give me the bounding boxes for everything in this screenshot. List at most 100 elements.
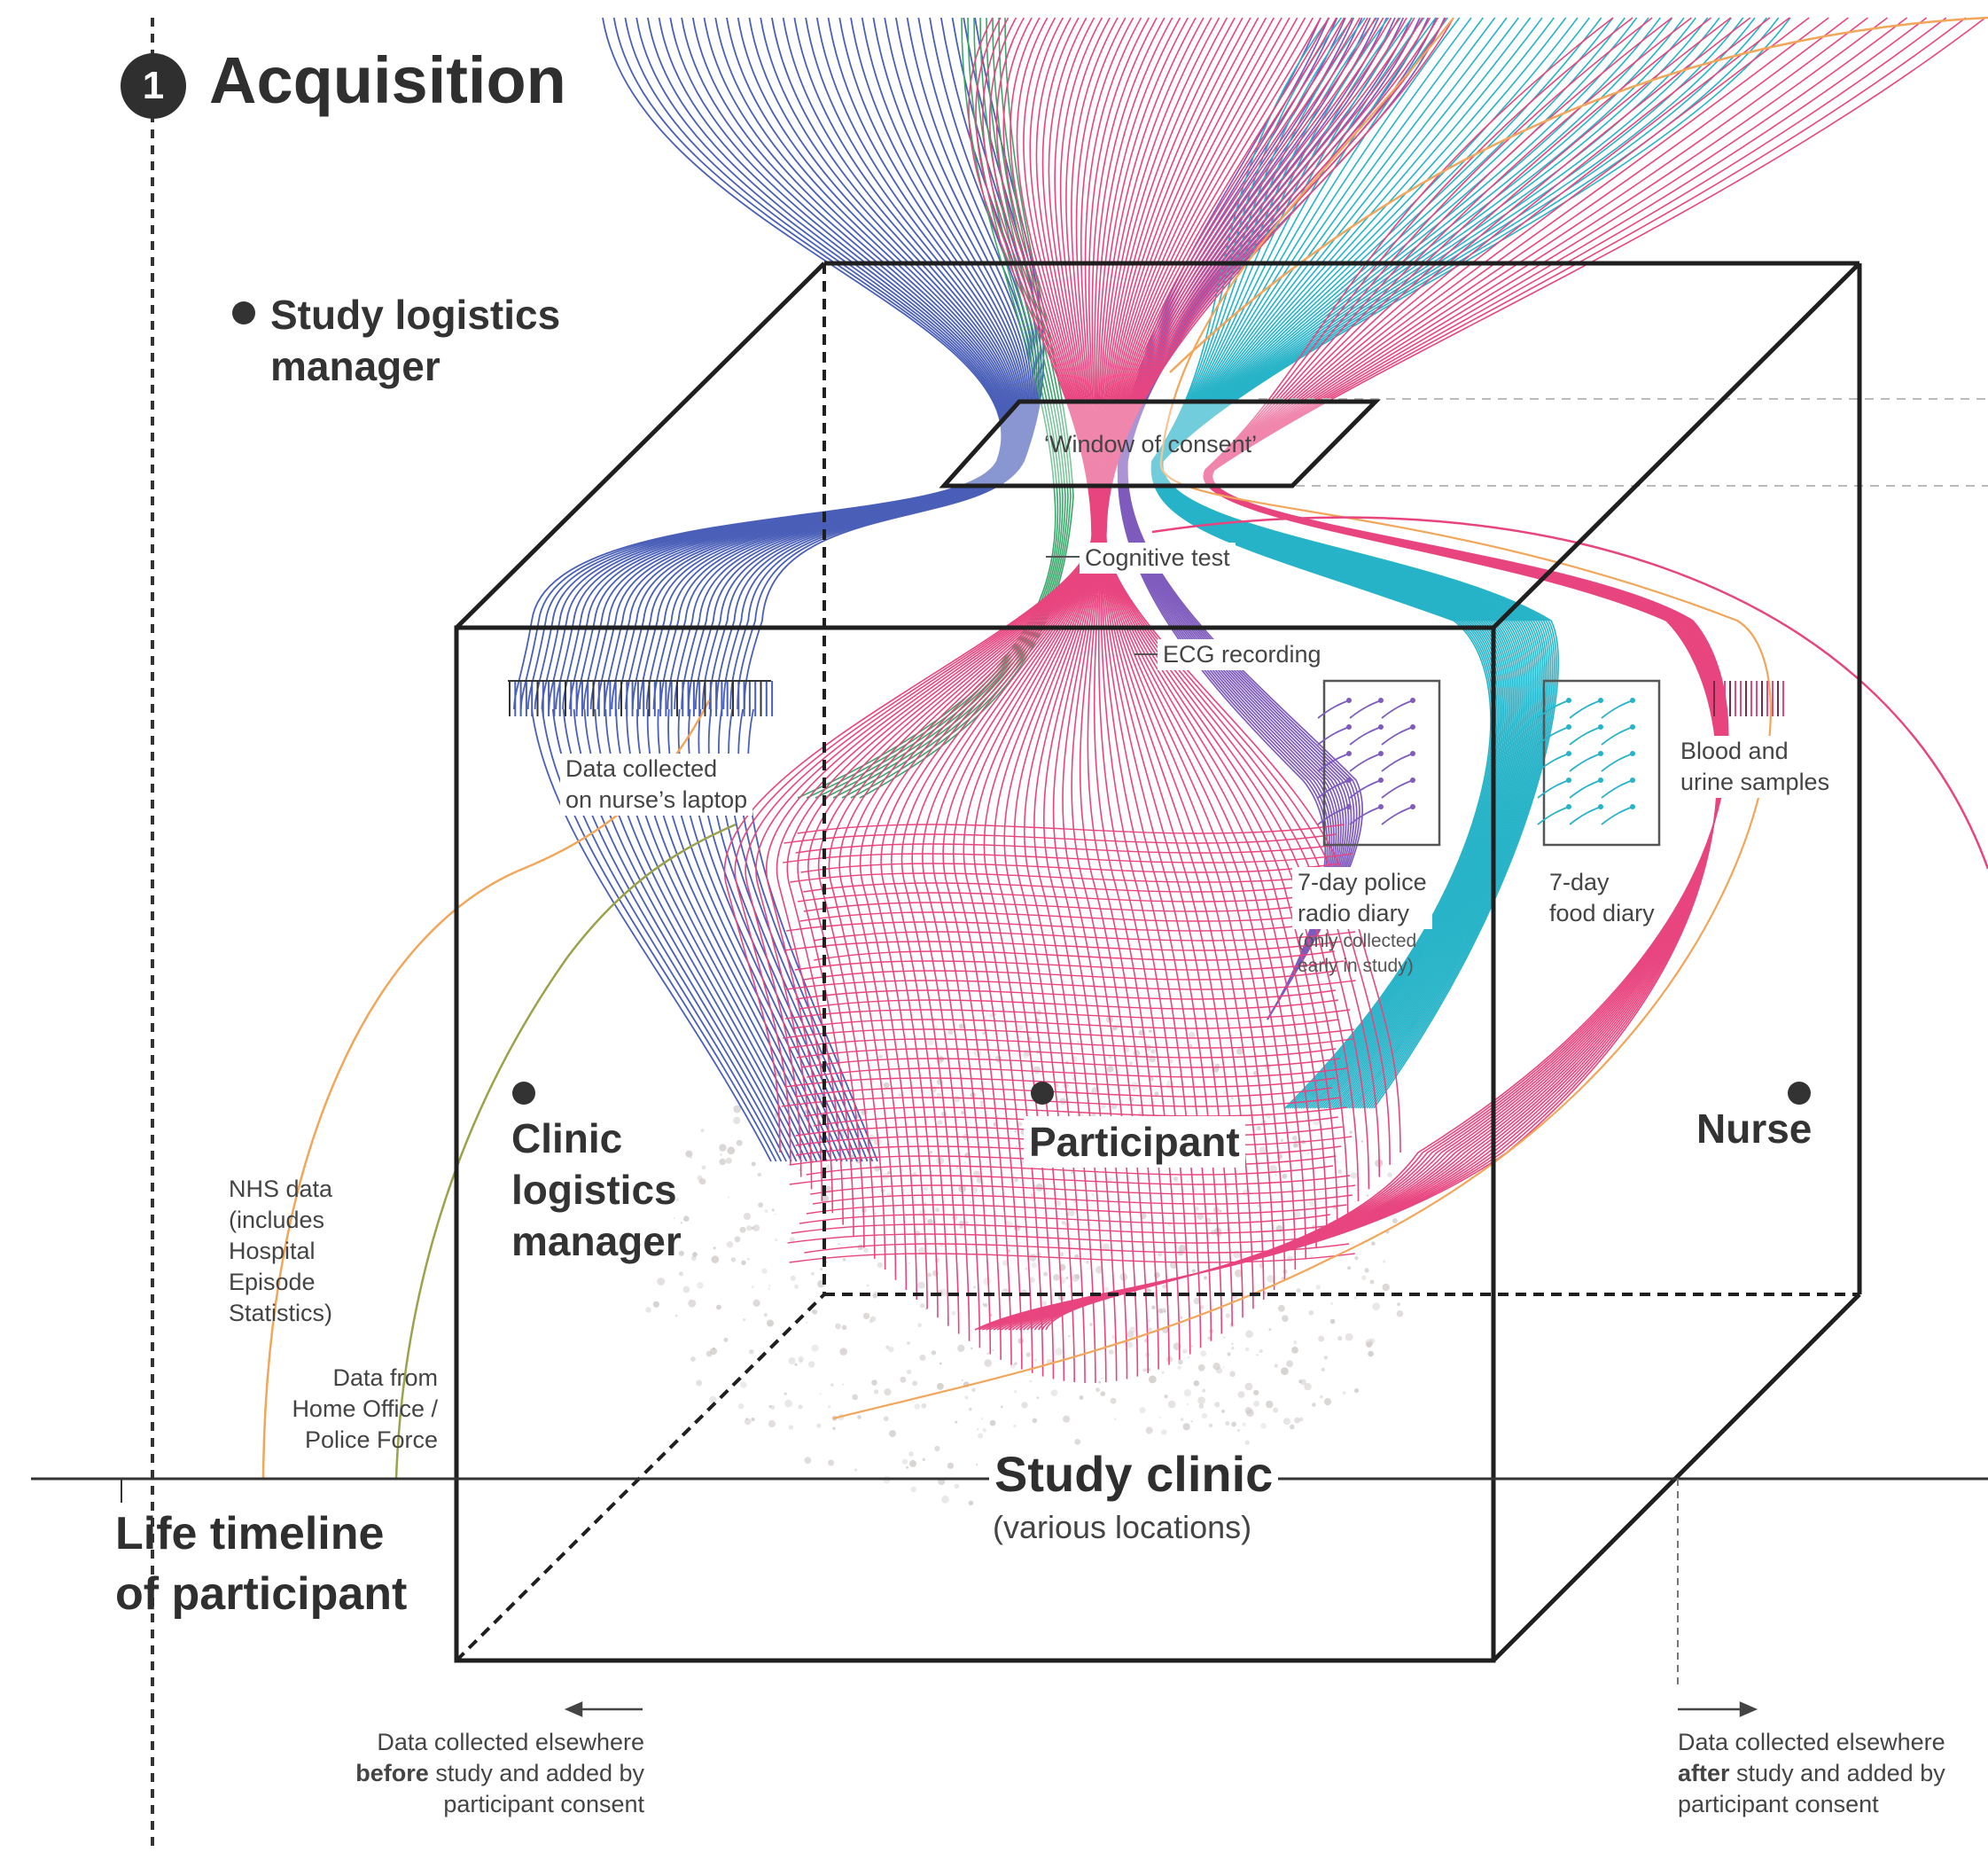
speckle — [989, 1419, 996, 1426]
study-logistics-manager-label: Study logistics manager — [270, 292, 561, 389]
pink-hatch-line — [787, 1233, 1340, 1244]
speckle — [700, 1129, 705, 1133]
speckle — [774, 1213, 776, 1215]
speckle — [1005, 1221, 1013, 1229]
speckle — [1101, 1377, 1103, 1379]
speckle — [1151, 1305, 1156, 1310]
speckle — [906, 1465, 908, 1469]
speckle — [680, 1222, 682, 1224]
study-clinic-subtitle: (various locations) — [993, 1509, 1252, 1545]
speckle — [957, 1344, 965, 1353]
speckle — [1293, 1340, 1298, 1344]
speckle — [889, 1430, 896, 1438]
pink-hatch-line — [804, 1106, 1347, 1117]
speckle — [1273, 1407, 1279, 1413]
speckle — [885, 1345, 890, 1349]
nurse-dot — [1788, 1082, 1811, 1105]
speckle — [1300, 1379, 1306, 1386]
after-line1: Data collected elsewhere — [1678, 1729, 1945, 1755]
speckle — [770, 1404, 776, 1410]
speckle — [1164, 1395, 1168, 1399]
speckle — [857, 1244, 864, 1251]
pink-hatch-line — [784, 1077, 1336, 1088]
speckle — [1031, 1262, 1038, 1269]
teal-flow-line — [1150, 17, 1492, 1109]
diary-entry-dot — [1630, 698, 1635, 703]
speckle — [812, 1309, 818, 1315]
speckle — [1146, 1288, 1151, 1293]
speckle — [961, 1379, 963, 1381]
speckle — [1197, 1396, 1205, 1405]
speckle — [733, 1105, 742, 1114]
speckle — [1036, 1396, 1040, 1399]
speckle — [1235, 1269, 1243, 1278]
speckle — [887, 1171, 891, 1175]
speckle — [901, 1458, 908, 1465]
cognitive-test-label: Cognitive test — [1080, 543, 1236, 574]
speckle — [1227, 1352, 1231, 1356]
diary-entry-stroke — [1601, 806, 1633, 825]
speckle — [1197, 1213, 1204, 1220]
speckle — [1201, 1413, 1208, 1419]
teal-flow-line — [1162, 17, 1791, 1109]
pink-flow-line — [818, 17, 1095, 1259]
speckle — [1095, 1387, 1100, 1393]
pink-hatch-line — [781, 1097, 1341, 1107]
speckle — [937, 1382, 944, 1390]
speckle — [838, 1243, 840, 1246]
speckle — [918, 1246, 926, 1255]
speckle — [912, 1380, 917, 1387]
speckle — [811, 1344, 819, 1352]
speckle — [969, 1407, 972, 1411]
speckle — [1013, 1224, 1021, 1231]
speckle — [1071, 1171, 1074, 1174]
speckle — [1153, 1271, 1160, 1278]
diary-entry-dot — [1410, 724, 1415, 730]
speckle — [1294, 1417, 1300, 1424]
speckle — [1125, 1340, 1133, 1348]
pink-hatch-line — [799, 999, 1339, 1010]
purple-flow-line — [1117, 17, 1327, 1020]
speckle — [1139, 1407, 1146, 1414]
pink-flow-line — [973, 17, 1181, 1373]
speckle — [1214, 1402, 1220, 1408]
speckle — [1154, 1091, 1159, 1097]
purple-flow-line — [1120, 17, 1371, 1020]
speckle — [799, 1359, 803, 1364]
life-timeline-label: Life timeline of participant — [115, 1508, 408, 1620]
before-bold: before — [355, 1760, 429, 1786]
pink-hatch-line — [785, 1009, 1351, 1020]
speckle — [1286, 1255, 1293, 1262]
speckle — [1330, 1302, 1334, 1305]
speckle — [678, 1250, 684, 1256]
pink-hatch-line — [789, 1253, 1355, 1263]
speckle — [1148, 1327, 1153, 1332]
speckle — [959, 1224, 963, 1230]
speckle — [1208, 1423, 1213, 1428]
speckle — [1162, 1284, 1167, 1289]
speckle — [878, 1054, 883, 1059]
pink-right-flow-line — [1037, 17, 1947, 1331]
speckle — [871, 1379, 877, 1386]
speckle — [1055, 1083, 1059, 1088]
section-number-badge: 1 — [121, 53, 186, 119]
pink-flow-line — [869, 17, 1103, 1309]
speckle — [768, 1404, 772, 1409]
after-study-note: Data collected elsewhere after study and… — [1678, 1727, 1979, 1820]
pink-hatch-line — [783, 1028, 1354, 1039]
pink-right-flow-line — [1018, 17, 1849, 1331]
speckle — [937, 1120, 943, 1125]
speckle — [761, 1268, 768, 1274]
speckle — [816, 1423, 822, 1428]
pink-hatch-line — [788, 1038, 1353, 1049]
orange-upper-line — [1169, 16, 1988, 373]
speckle — [927, 1218, 933, 1225]
diary-entry-dot — [1566, 698, 1571, 703]
laptop-data-comb — [508, 680, 774, 716]
diary-entry-dot — [1410, 804, 1415, 809]
speckle — [919, 1354, 926, 1362]
speckle — [1369, 1338, 1376, 1344]
study-logistics-dot — [232, 301, 255, 324]
speckle — [711, 1255, 720, 1263]
clinic-logistics-dot — [512, 1082, 535, 1105]
